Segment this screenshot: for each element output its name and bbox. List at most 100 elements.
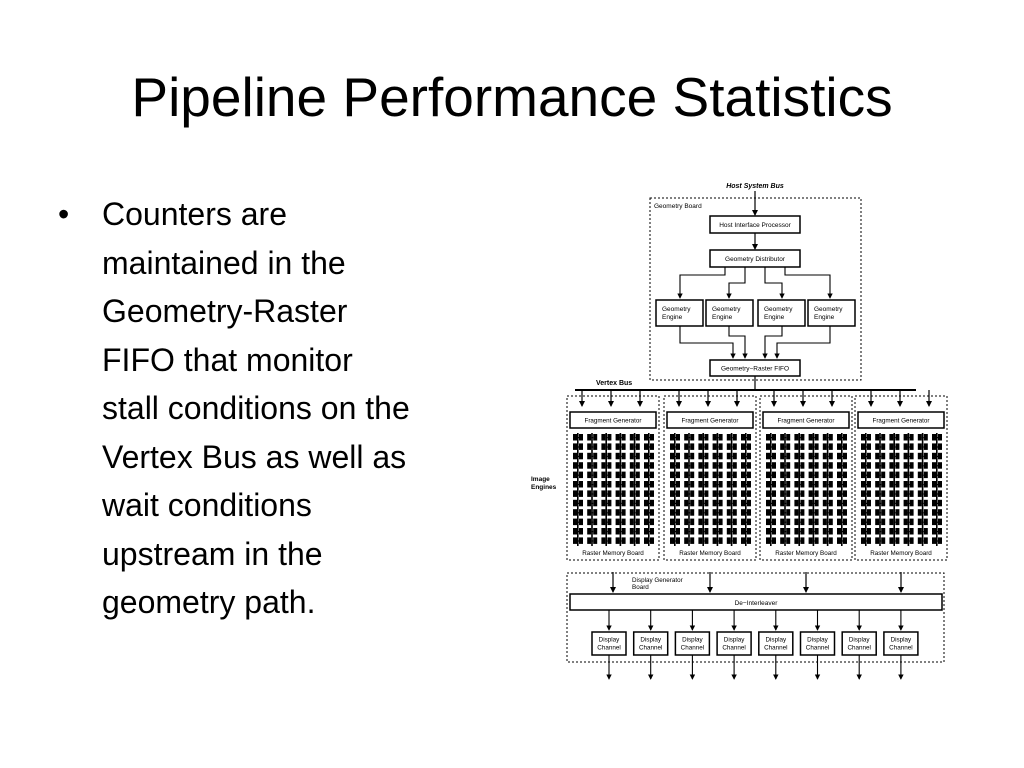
- image-engine-chip: [704, 481, 709, 488]
- image-engine-link: [633, 512, 636, 514]
- image-engine-chip: [903, 434, 908, 441]
- image-engine-chip: [895, 499, 900, 507]
- image-engine-chip: [635, 462, 640, 469]
- image-engine-chip: [786, 528, 791, 535]
- image-engine-chip: [772, 481, 776, 488]
- image-engine-chip: [800, 443, 805, 450]
- image-engine-chip: [587, 462, 592, 469]
- image-engine-link: [865, 474, 867, 476]
- image-engine-link: [730, 465, 733, 467]
- image-engine-chip: [704, 509, 709, 516]
- image-engine-chip: [676, 490, 680, 497]
- image-engine-chip: [644, 509, 648, 516]
- image-engine-chip: [676, 434, 680, 441]
- fragment-generator-label: Fragment Generator: [681, 418, 738, 425]
- image-engine-link: [591, 531, 594, 533]
- image-engine-link: [591, 465, 594, 467]
- image-engine-link: [745, 502, 747, 504]
- image-engine-chip: [726, 509, 731, 516]
- image-engine-chip: [828, 434, 833, 441]
- image-engine-link: [907, 540, 910, 542]
- image-engine-chip: [881, 434, 886, 441]
- image-engine-chip: [875, 471, 880, 479]
- image-engine-bus-line: [936, 433, 938, 546]
- image-engine-chip: [587, 490, 592, 497]
- image-engine-chip: [909, 490, 914, 497]
- image-engine-chip: [676, 518, 680, 526]
- image-engine-bus-line: [716, 433, 719, 546]
- image-engine-link: [619, 502, 622, 504]
- image-engine-chip: [593, 481, 598, 488]
- image-engine-chip: [800, 509, 805, 516]
- image-engine-link: [674, 540, 676, 542]
- image-engine-link: [648, 465, 650, 467]
- raster-to-display-arrows: [610, 572, 904, 593]
- image-engine-chip: [690, 499, 695, 507]
- image-engine-chip: [670, 452, 674, 460]
- image-engine-link: [688, 502, 691, 504]
- raster-board: Fragment Generator Raster Memory Board: [566, 395, 660, 561]
- image-engine-link: [619, 437, 622, 439]
- image-engine-link: [784, 531, 787, 533]
- image-engine-chip: [573, 434, 577, 441]
- image-engine-link: [745, 493, 747, 495]
- image-engine-link: [879, 502, 882, 504]
- image-engine-chip: [635, 452, 640, 460]
- image-engine-chip: [621, 528, 626, 535]
- geometry-engine-label: Geometry: [662, 306, 691, 313]
- image-engine-chip: [881, 509, 886, 516]
- image-engine-chip: [712, 528, 717, 535]
- image-engine-link: [770, 502, 772, 504]
- image-engine-link: [907, 446, 910, 448]
- image-engine-link: [893, 455, 896, 457]
- image-engine-chip: [766, 471, 770, 479]
- image-engine-bus-line: [745, 433, 747, 546]
- image-engine-chip: [923, 443, 928, 450]
- image-engine-chip: [786, 509, 791, 516]
- image-engine-link: [730, 455, 733, 457]
- image-engine-link: [936, 437, 938, 439]
- image-engine-link: [826, 493, 829, 495]
- image-engine-link: [591, 455, 594, 457]
- image-engine-chip: [704, 490, 709, 497]
- image-engine-chip: [932, 499, 936, 507]
- image-engine-link: [716, 521, 719, 523]
- image-engine-link: [921, 512, 924, 514]
- image-engine-chip: [747, 490, 751, 497]
- image-engine-link: [591, 502, 594, 504]
- fragment-generator-label: Fragment Generator: [872, 418, 929, 425]
- image-engine-chip: [932, 518, 936, 526]
- image-engine-chip: [822, 518, 827, 526]
- image-engine-link: [879, 465, 882, 467]
- image-engine-chip: [573, 509, 577, 516]
- image-engine-chip: [938, 528, 942, 535]
- image-engine-link: [648, 484, 650, 486]
- image-engine-chip: [615, 490, 620, 497]
- image-engine-chip: [615, 452, 620, 460]
- image-engine-link: [921, 531, 924, 533]
- image-engine-link: [812, 455, 815, 457]
- image-engine-chip: [587, 471, 592, 479]
- display-channel-label: Channel: [806, 645, 829, 652]
- image-engine-link: [688, 474, 691, 476]
- image-engine-link: [841, 521, 843, 523]
- image-engine-chip: [593, 518, 598, 526]
- image-engine-chip: [573, 499, 577, 507]
- image-engine-chip: [766, 434, 770, 441]
- image-engine-link: [770, 437, 772, 439]
- image-engine-chip: [676, 499, 680, 507]
- image-engine-link: [770, 531, 772, 533]
- image-engine-chip: [881, 490, 886, 497]
- image-engine-link: [907, 437, 910, 439]
- image-engine-chip: [828, 528, 833, 535]
- image-engine-chip: [917, 443, 922, 450]
- image-engine-chip: [607, 499, 612, 507]
- image-engine-chip: [698, 434, 703, 441]
- image-engine-chip: [732, 471, 737, 479]
- image-engine-link: [605, 493, 608, 495]
- image-engine-chip: [712, 452, 717, 460]
- image-engine-chip: [644, 443, 648, 450]
- image-engine-link: [688, 540, 691, 542]
- image-engine-chip: [704, 528, 709, 535]
- image-engine-link: [716, 455, 719, 457]
